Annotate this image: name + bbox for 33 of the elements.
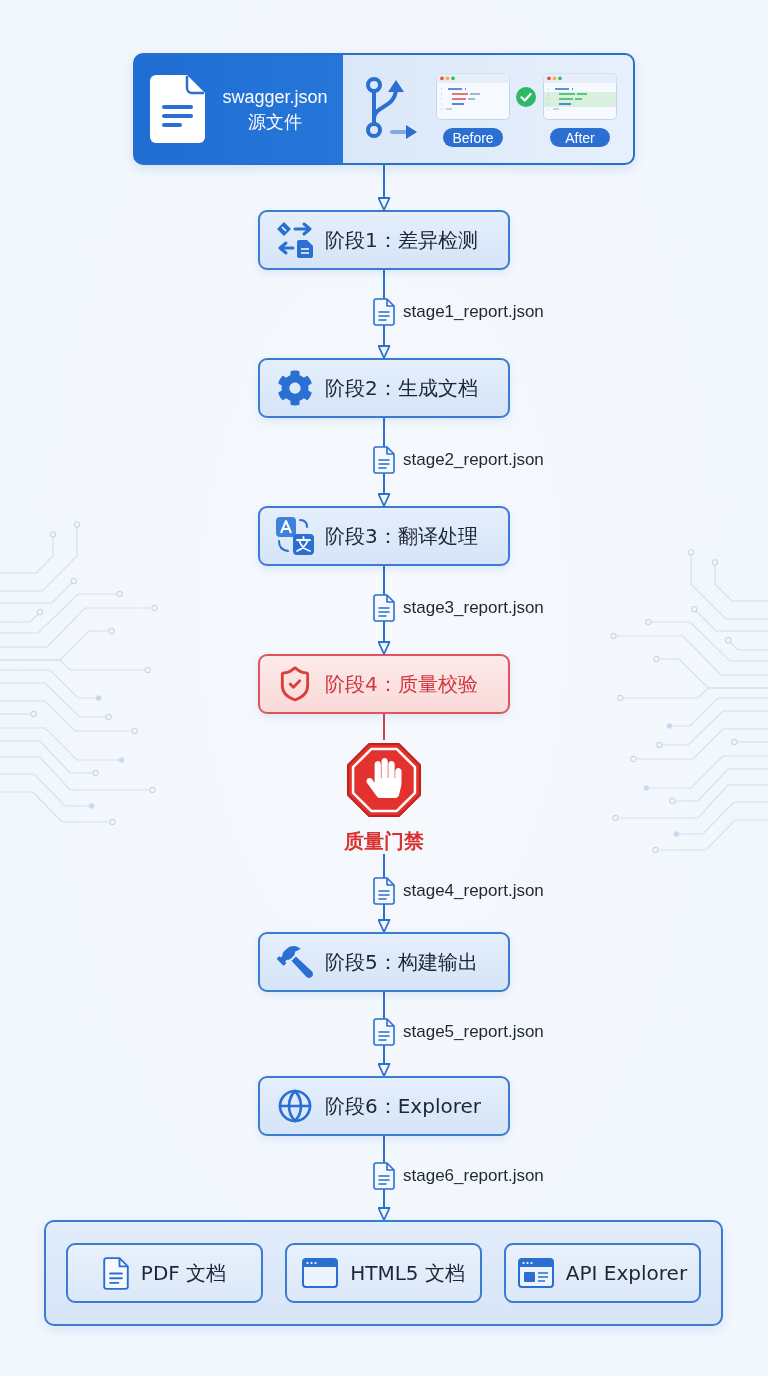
output-panel — [44, 1220, 723, 1326]
connector-line — [383, 713, 385, 741]
stage-title: 阶段2：生成文档 — [325, 375, 478, 401]
stage-title: 阶段6：Explorer — [325, 1093, 481, 1119]
stage-title: 阶段3：翻译处理 — [325, 523, 478, 549]
stage-box — [258, 358, 510, 418]
stage-box — [258, 1076, 510, 1136]
version-tag: After — [550, 128, 610, 147]
flow-arrow — [377, 164, 391, 211]
output-title: PDF 文档 — [140, 1260, 227, 1286]
edge-label: stage6_report.json — [403, 1165, 544, 1187]
output-title: API Explorer — [565, 1260, 688, 1286]
source-file-panel — [133, 53, 635, 165]
file-caption: 源文件 — [248, 111, 302, 134]
edge-label: stage2_report.json — [403, 449, 544, 471]
version-tag: Before — [443, 128, 503, 147]
output-card — [285, 1243, 482, 1303]
stage-title: 阶段4：质量校验 — [325, 671, 478, 697]
output-card — [66, 1243, 263, 1303]
file-name: swagger.json — [222, 86, 328, 109]
stage-title: 阶段1：差异检测 — [325, 227, 478, 253]
gate-title: 质量门禁 — [344, 828, 424, 854]
stage-box — [258, 506, 510, 566]
edge-label: stage5_report.json — [403, 1021, 544, 1043]
output-card — [504, 1243, 701, 1303]
output-title: HTML5 文档 — [350, 1260, 465, 1286]
edge-label: stage3_report.json — [403, 597, 544, 619]
stage-box — [258, 210, 510, 270]
stage-title: 阶段5：构建输出 — [325, 949, 478, 975]
edge-label: stage4_report.json — [403, 880, 544, 902]
stage-box — [258, 932, 510, 992]
warning-stage-box — [258, 654, 510, 714]
edge-label: stage1_report.json — [403, 301, 544, 323]
